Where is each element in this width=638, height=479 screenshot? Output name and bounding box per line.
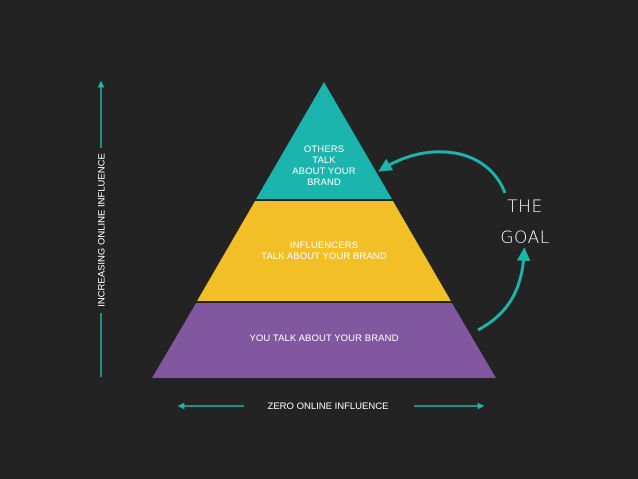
tier-top-label: OTHERS TALK ABOUT YOUR BRAND — [292, 144, 356, 188]
x-axis-label: ZERO ONLINE INFLUENCE — [267, 401, 389, 412]
tier-bottom — [152, 303, 496, 378]
tier-middle-label: INFLUENCERS TALK ABOUT YOUR BRAND — [261, 240, 387, 262]
goal-arrow-top — [378, 150, 507, 194]
tier-middle — [197, 201, 451, 301]
y-axis-label: INCREASING ONLINE INFLUENCE — [96, 153, 108, 307]
goal-label-the: THE — [507, 197, 543, 217]
tier-top — [256, 82, 392, 199]
goal-label-goal: GOAL — [500, 228, 550, 248]
tier-bottom-label: YOU TALK ABOUT YOUR BRAND — [249, 333, 399, 344]
goal-arrow-bottom — [477, 247, 531, 332]
